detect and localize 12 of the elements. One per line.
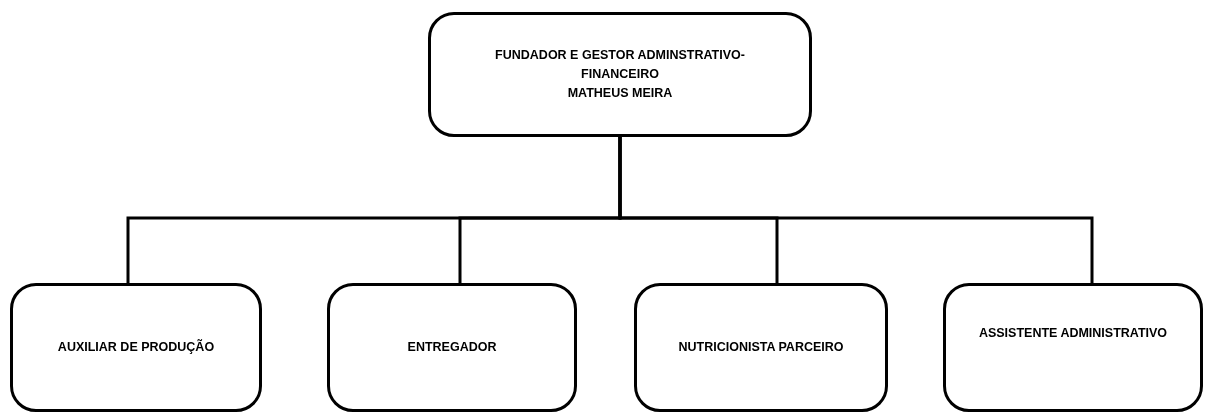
role-box: [10, 283, 262, 412]
role-title: ASSISTENTE ADMINISTRATIVO: [978, 325, 1168, 342]
role-box: [634, 283, 888, 412]
role-title: NUTRICIONISTA PARCEIRO: [678, 339, 844, 356]
person-name: MATHEUS MEIRA: [567, 85, 673, 102]
role-title: ENTREGADOR: [407, 339, 497, 356]
role-box: [943, 283, 1203, 412]
role-box: [327, 283, 577, 412]
role-title: FUNDADOR E GESTOR ADMINSTRATIVO-FINANCEIRO: [494, 47, 746, 83]
connector-line: [618, 137, 1094, 283]
role-box: [428, 12, 812, 137]
role-title: AUXILIAR DE PRODUÇÃO: [57, 338, 215, 356]
